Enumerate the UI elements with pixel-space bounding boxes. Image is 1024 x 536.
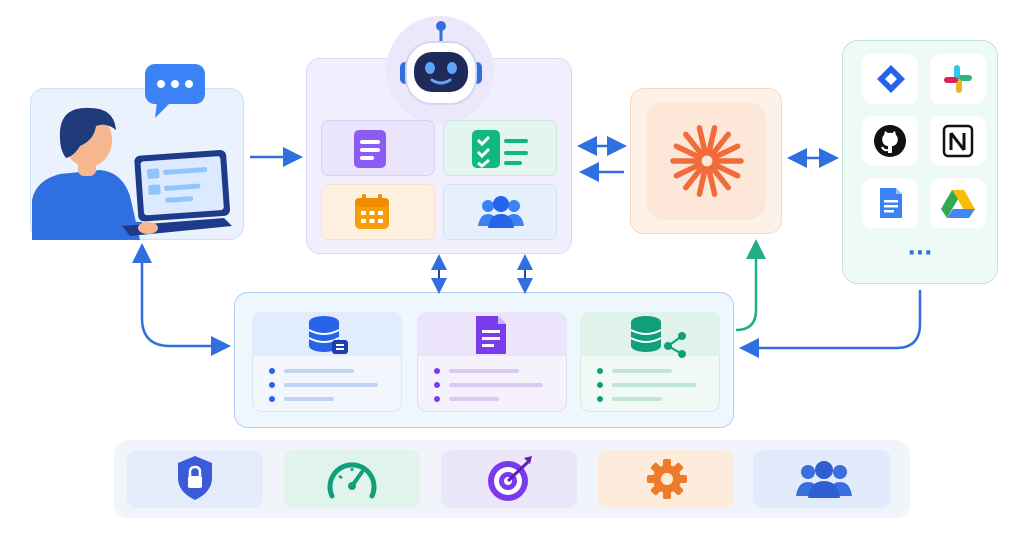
chat-bubble-icon <box>145 64 205 118</box>
security-shield-icon <box>178 456 212 500</box>
starburst-icon <box>670 125 744 197</box>
checklist-icon <box>472 130 528 168</box>
team-icon <box>478 196 524 228</box>
arrow-user-knowledge <box>132 243 231 356</box>
document-icon <box>476 316 506 354</box>
database-icon <box>308 316 348 354</box>
speedometer-icon <box>327 462 377 499</box>
slack-icon <box>944 65 972 93</box>
capability-performance[interactable] <box>284 450 420 508</box>
jira-icon <box>877 65 905 93</box>
app-tile-google-drive[interactable] <box>930 178 986 228</box>
core-inner[interactable] <box>646 102 766 220</box>
github-icon <box>874 125 906 157</box>
gear-icon <box>647 459 687 499</box>
arrow-integrations-to-knowledge <box>739 290 922 358</box>
notion-icon <box>942 124 974 158</box>
calendar-icon <box>355 194 389 229</box>
google-docs-icon <box>880 188 902 218</box>
list-lines <box>597 368 696 402</box>
document-icon <box>354 130 386 168</box>
list-lines <box>269 368 378 402</box>
target-icon <box>488 456 532 501</box>
google-drive-icon <box>941 190 975 218</box>
database-network-icon <box>630 316 686 358</box>
capability-collaboration[interactable] <box>753 450 891 508</box>
robot-icon <box>400 21 482 105</box>
person-at-laptop-icon <box>32 107 232 240</box>
arrow-knowledge-to-core <box>735 239 766 332</box>
app-tile-slack[interactable] <box>930 54 986 104</box>
hub-tile-team[interactable] <box>443 184 557 240</box>
team-icon <box>796 461 852 498</box>
list-lines <box>434 368 543 402</box>
more-apps-label[interactable]: ··· <box>907 241 933 266</box>
